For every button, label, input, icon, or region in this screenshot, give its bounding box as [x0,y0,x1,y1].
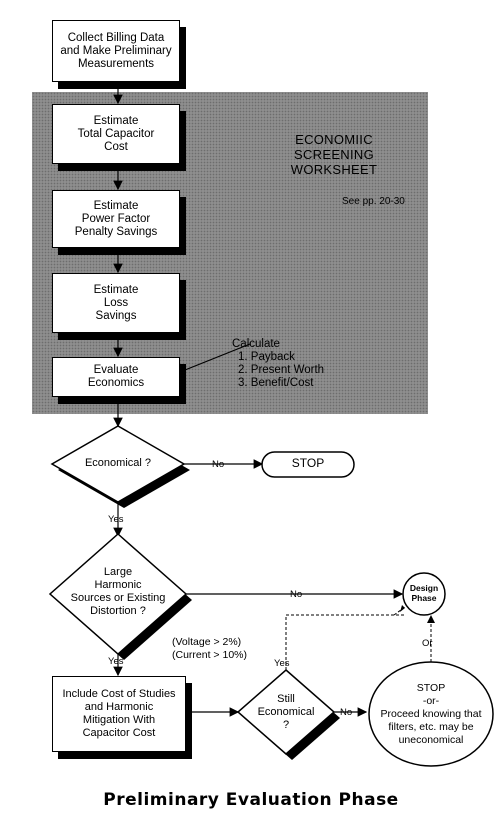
design-phase-circle [402,572,446,616]
calculate-item-2: 2. Present Worth [238,364,325,376]
label-or: Or [422,638,433,649]
stop-or-label: STOP -or- Proceed knowing that filters, … [380,682,482,746]
label-no-harmonic: No [290,589,303,600]
estimate-capacitor-box: Estimate Total Capacitor Cost [52,104,180,164]
calculate-callout-line [179,343,251,373]
label-no-economical: No [212,459,225,470]
estimate-loss-box: Estimate Loss Savings [52,273,180,333]
worksheet-title: ECONOMIIC SCREENING WORKSHEET [290,132,378,177]
label-no-still: No [340,707,353,718]
page-title: Preliminary Evaluation Phase [103,790,399,810]
evaluate-economics-box: Evaluate Economics [52,357,180,397]
calculate-heading: Calculate [232,338,280,350]
label-yes-economical: Yes [108,514,124,525]
current-threshold: (Current > 10%) [172,649,247,661]
design-phase-label: Design Phase [409,583,439,603]
calculate-item-3: 3. Benefit/Cost [238,377,314,389]
arrow-still-yes [285,614,405,670]
collect-billing-box: Collect Billing Data and Make Preliminar… [52,20,180,82]
stop-terminal [261,451,355,478]
label-yes-still: Yes [274,658,290,669]
calculate-item-1: 1. Payback [238,351,295,363]
harmonic-diamond [48,532,192,660]
still-economical-question: Still Economical ? [257,693,315,731]
include-cost-box: Include Cost of Studies and Harmonic Mit… [52,676,186,752]
estimate-pf-box: Estimate Power Factor Penalty Savings [52,190,180,248]
economical-diamond [50,425,190,508]
harmonic-question: Large Harmonic Sources or Existing Disto… [70,566,166,617]
stop-label: STOP [291,456,325,470]
worksheet-page-ref: See pp. 20-30 [342,196,405,207]
label-yes-harmonic: Yes [108,656,124,667]
voltage-threshold: (Voltage > 2%) [172,636,242,648]
still-economical-diamond [236,669,340,760]
economical-question: Economical ? [84,457,152,469]
